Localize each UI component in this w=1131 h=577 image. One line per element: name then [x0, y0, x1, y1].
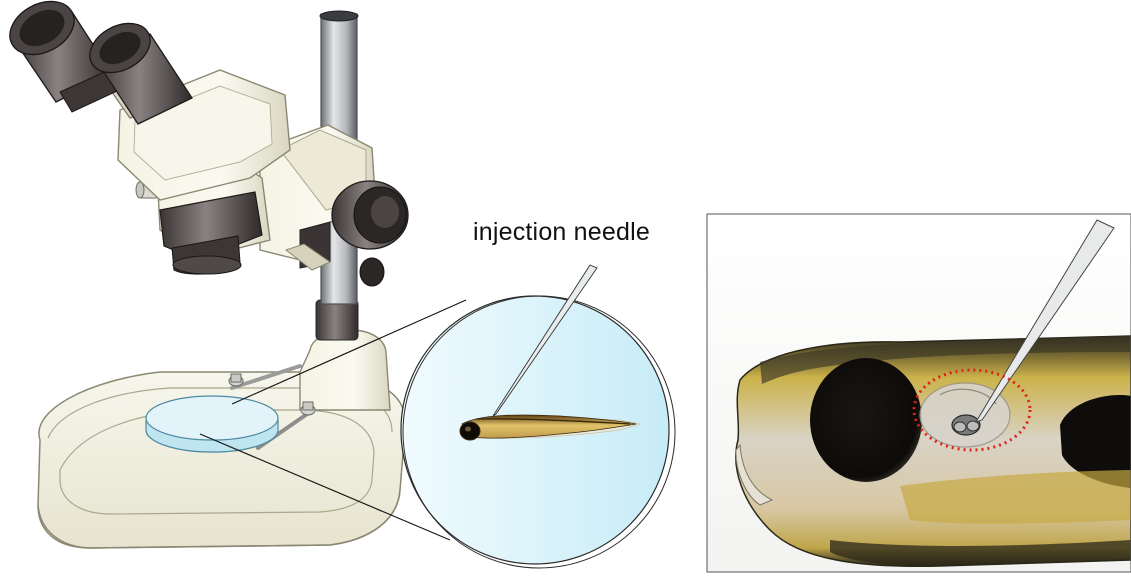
petri-dish-icon — [146, 396, 278, 452]
needle-label: injection needle — [473, 218, 650, 246]
microscope-illustration — [1, 0, 408, 548]
larva-eye — [810, 358, 922, 482]
focus-knob — [332, 181, 408, 249]
larva-photo-panel — [707, 214, 1131, 572]
eyepieces — [1, 0, 192, 124]
